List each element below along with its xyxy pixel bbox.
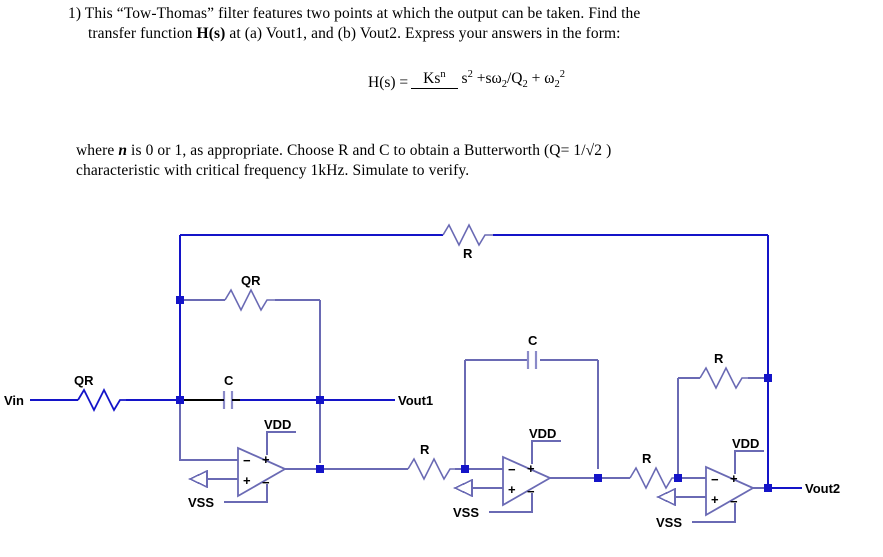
circuit-diagram: − + + − − + + − − + + − Vin Vout1 Vout2 … — [0, 205, 883, 557]
den-s: s — [461, 70, 468, 87]
problem-line-2-part-a: transfer function — [88, 25, 197, 42]
den-omega-2-exponent: 2 — [559, 68, 565, 80]
opamp-2-vss-sign: − — [527, 484, 535, 499]
opamp-3-vdd-sign: + — [730, 471, 738, 486]
junction-node-group — [176, 296, 772, 492]
opamp-3: − + + − — [705, 465, 755, 517]
node-oa1-output — [316, 465, 324, 473]
problem-line-4-part-c: is 0 or 1, as appropriate. Choose R and … — [127, 142, 612, 159]
resistor-r-stage3-input — [629, 466, 678, 490]
wire-oa2-vss — [489, 493, 533, 513]
node-oa2-summing — [461, 465, 469, 473]
label-group: Vin Vout1 Vout2 QR QR C R R C R R VDD VD… — [4, 246, 840, 530]
label-vout1: Vout1 — [398, 393, 433, 408]
problem-line-1: 1) This “Tow-Thomas” filter features two… — [68, 5, 641, 22]
label-qr-feedback: QR — [241, 273, 261, 288]
den-omega-1: ω — [491, 70, 502, 87]
problem-line-5: characteristic with critical frequency 1… — [76, 162, 470, 179]
label-r-stage3-feedback: R — [714, 351, 724, 366]
label-qr-input: QR — [74, 373, 94, 388]
label-vin: Vin — [4, 393, 24, 408]
resistor-group-input — [77, 387, 126, 413]
resistor-qr-input — [77, 387, 126, 413]
den-plus: + — [527, 70, 545, 87]
opamp-1-body — [237, 446, 287, 498]
den-omega-2: ω — [544, 70, 555, 87]
opamp-1-vss-sign: − — [262, 475, 270, 490]
formula-fraction: Ksn s2 +sω2/Q2 + ω22 — [411, 68, 565, 91]
resistor-r-top — [442, 223, 493, 247]
node-oa2-output — [594, 474, 602, 482]
den-omega-1-sub: 2 — [501, 79, 507, 91]
resistor-r-stage3-feedback — [699, 366, 748, 390]
label-vout2: Vout2 — [805, 481, 840, 496]
den-omega-2-sub: 2 — [554, 79, 560, 91]
wire-oa3-vdd — [734, 450, 764, 474]
opamp-2: − + + − — [502, 455, 552, 507]
node-vout1-upper — [316, 396, 324, 404]
problem-line-4-part-a: where — [76, 142, 119, 159]
label-vdd-3: VDD — [732, 436, 759, 451]
wire-group-bus — [30, 234, 802, 489]
node-right-bus-feedback — [764, 374, 772, 382]
resistor-qr-feedback — [224, 288, 275, 312]
wire-oa3-vss — [692, 503, 736, 523]
den-mid: +s — [472, 70, 492, 87]
opamp-2-noninverting-sign: + — [508, 482, 516, 497]
label-vdd-1: VDD — [264, 417, 291, 432]
opamp-1-noninverting-sign: + — [243, 473, 251, 488]
ground-arrow-2 — [453, 478, 473, 498]
ground-arrow-1 — [188, 469, 208, 489]
label-vss-1: VSS — [188, 495, 214, 510]
label-r-stage3-input: R — [642, 451, 652, 466]
problem-statement: 1) This “Tow-Thomas” filter features two… — [0, 0, 883, 205]
opamp-2-body — [502, 455, 552, 507]
den-slash-q: /Q — [506, 70, 523, 87]
label-c-second: C — [528, 333, 538, 348]
wire-oa1-inv-input — [179, 400, 238, 461]
circuit-svg: − + + − − + + − − + + − Vin Vout1 Vout2 … — [4, 223, 840, 530]
label-r-top: R — [463, 246, 473, 261]
opamp-3-body — [705, 465, 755, 517]
formula-denominator: s2 +sω2/Q2 + ω22 — [461, 68, 565, 91]
opamp-1-inverting-sign: − — [243, 453, 251, 468]
node-qr-feedback-left — [176, 296, 184, 304]
problem-line-2-part-c: at (a) Vout1, and (b) Vout2. Express you… — [225, 25, 621, 42]
node-summing-1 — [176, 396, 184, 404]
opamp-1: − + + − — [237, 446, 287, 498]
wire-oa2-vdd — [531, 440, 561, 464]
resistor-group-others — [224, 223, 748, 490]
resistor-r-stage2-input — [407, 457, 455, 481]
label-vss-2: VSS — [453, 505, 479, 520]
opamp-2-vdd-sign: + — [527, 461, 535, 476]
opamp-3-vss-sign: − — [730, 494, 738, 509]
label-vss-3: VSS — [656, 515, 682, 530]
transfer-function-formula: H(s) = Ksn s2 +sω2/Q2 + ω22 — [368, 68, 565, 92]
label-vdd-2: VDD — [529, 426, 556, 441]
wire-oa1-vdd — [266, 431, 296, 455]
formula-numerator-base: Ks — [423, 70, 441, 87]
den-s-exponent: 2 — [467, 68, 473, 80]
problem-line-2: transfer function H(s) at (a) Vout1, and… — [88, 24, 621, 43]
den-q-sub: 2 — [522, 79, 528, 91]
opamp-3-inverting-sign: − — [711, 472, 719, 487]
formula-numerator-exponent: n — [440, 68, 446, 80]
node-oa3-summing — [674, 474, 682, 482]
label-r-stage2-input: R — [420, 442, 430, 457]
ground-arrow-3 — [656, 487, 676, 507]
order-symbol-n: n — [118, 142, 128, 159]
node-vout2 — [764, 484, 772, 492]
opamp-3-noninverting-sign: + — [711, 492, 719, 507]
problem-line-4: where n is 0 or 1, as appropriate. Choos… — [76, 141, 611, 160]
opamp-1-vdd-sign: + — [262, 452, 270, 467]
formula-numerator: Ksn — [411, 68, 458, 89]
opamp-2-inverting-sign: − — [508, 462, 516, 477]
wire-oa1-vss — [224, 484, 268, 503]
transfer-function-symbol: H(s) — [196, 25, 226, 42]
formula-left-hand-side: H(s) = — [368, 74, 409, 91]
label-c-first: C — [224, 373, 234, 388]
